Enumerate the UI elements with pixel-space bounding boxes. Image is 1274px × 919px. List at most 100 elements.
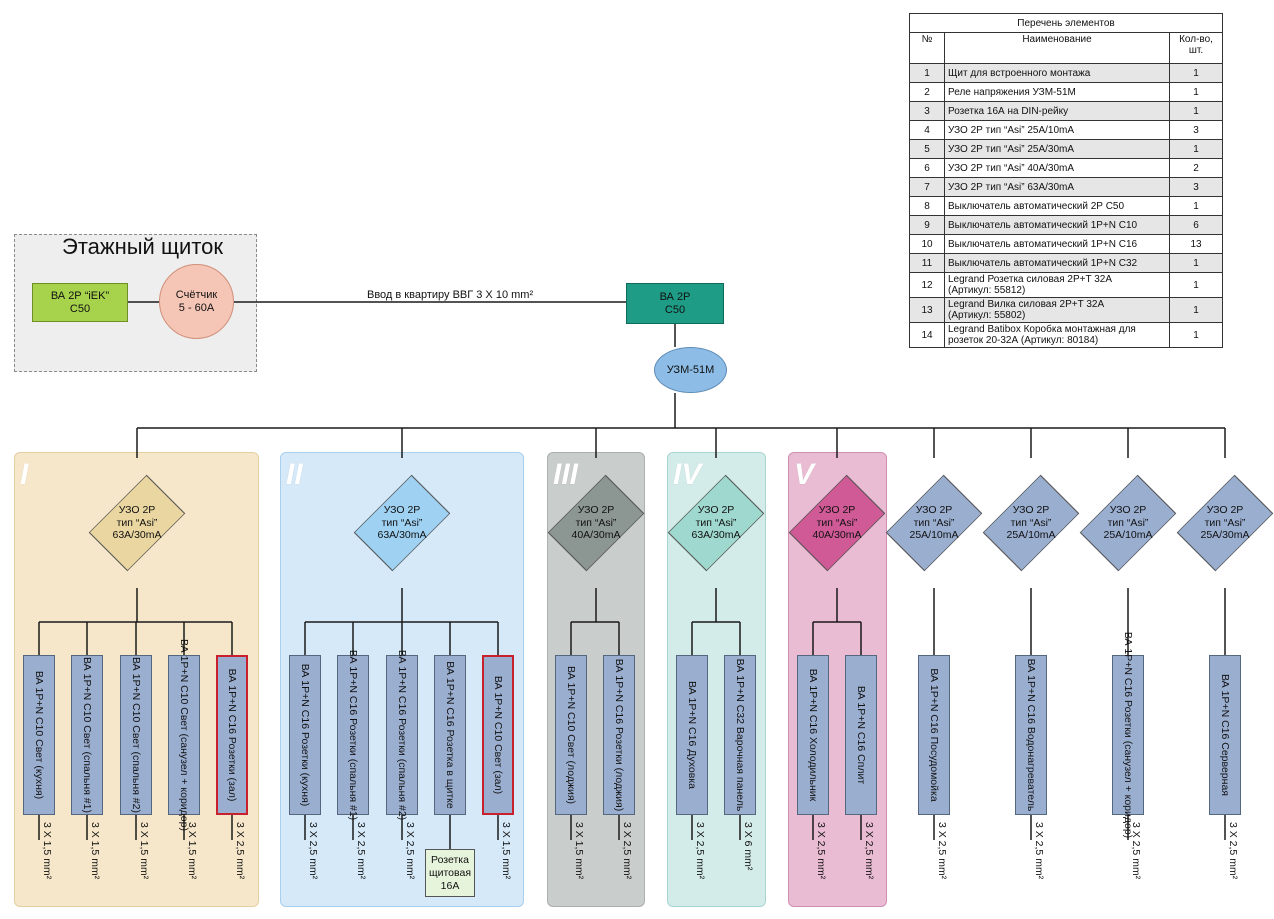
- table-cell: Выключатель автоматический 1Р+N С10: [944, 215, 1170, 235]
- breaker-label: ВА 1Р+N C10 Свет (кухня): [33, 670, 45, 800]
- table-cell: 9: [909, 215, 945, 235]
- table-cell: 1: [1169, 82, 1223, 102]
- breaker-label: ВА 1Р+N C16 Розетки (спальня #2): [396, 649, 408, 821]
- cable-label: 3 Х 1,5 mm²: [185, 822, 199, 912]
- cable-label: 3 Х 2,5 mm²: [693, 822, 707, 912]
- table-cell: Реле напряжения УЗМ-51М: [944, 82, 1170, 102]
- circuit-breaker: ВА 1Р+N C16 Розетки (зал): [216, 655, 248, 815]
- table-cell: Выключатель автоматический 1Р+N С32: [944, 253, 1170, 273]
- breaker-label: ВА 1Р+N C32 Варочная панель: [734, 658, 746, 812]
- rcd-diamond: УЗО 2Р тип “Asi” 25A/30mA: [1176, 458, 1274, 588]
- circuit-breaker: ВА 1Р+N C16 Розетки (спальня #1): [337, 650, 369, 820]
- table-cell: 5: [909, 139, 945, 159]
- rcd-label: УЗО 2Р тип “Asi” 25A/10mA: [1103, 504, 1153, 542]
- rcd-diamond: УЗО 2Р тип “Asi” 40A/30mA: [788, 458, 886, 588]
- table-cell: 1: [1169, 63, 1223, 83]
- table-cell: УЗО 2Р тип “Asi” 40A/30mA: [944, 158, 1170, 178]
- circuit-breaker: ВА 1Р+N C10 Свет (зал): [482, 655, 514, 815]
- rcd-label: УЗО 2Р тип “Asi” 40A/30mA: [571, 504, 621, 542]
- table-cell: 1: [1169, 101, 1223, 121]
- table-cell: 8: [909, 196, 945, 216]
- cable-text: 3 Х 1,5 mm²: [138, 822, 150, 880]
- breaker-label: ВА 1Р+N C10 Свет (лоджия): [565, 665, 577, 805]
- rcd-label: УЗО 2Р тип “Asi” 63A/30mA: [112, 504, 162, 542]
- circuit-breaker: ВА 1Р+N C10 Свет (лоджия): [555, 655, 587, 815]
- table-cell: 1: [1169, 272, 1223, 298]
- cable-label: 3 Х 2,5 mm²: [862, 822, 876, 912]
- breaker-label: ВА 1Р+N C10 Свет (санузел + коридор): [178, 639, 190, 831]
- breaker-label: ВА 1Р+N C16 Розетки (кухня): [299, 663, 311, 807]
- table-cell: Legrand Вилка силовая 2P+T 32A (Артикул:…: [944, 297, 1170, 323]
- circuit-breaker: ВА 1Р+N C16 Розетки (кухня): [289, 655, 321, 815]
- table-header-cell: Кол-во, шт.: [1169, 32, 1223, 64]
- circuit-breaker: ВА 1Р+N C16 Розетка в щитке: [434, 655, 466, 815]
- circuit-breaker: ВА 1Р+N C16 Розетки (спальня #2): [386, 650, 418, 820]
- table-cell: 3: [1169, 120, 1223, 140]
- breaker-label: ВА 1Р+N C16 Сплит: [855, 685, 867, 785]
- input-line-label: Ввод в квартиру ВВГ 3 Х 10 mm²: [367, 289, 534, 301]
- table-cell: 1: [909, 63, 945, 83]
- table-cell: Выключатель автоматический 2Р С50: [944, 196, 1170, 216]
- cable-text: 3 Х 2,5 mm²: [936, 822, 948, 880]
- table-cell: УЗО 2Р тип “Asi” 63A/30mA: [944, 177, 1170, 197]
- rcd-diamond: УЗО 2Р тип “Asi” 40A/30mA: [547, 458, 645, 588]
- table-cell: 2: [909, 82, 945, 102]
- cable-label: 3 Х 1,5 mm²: [88, 822, 102, 912]
- cable-label: 3 Х 2,5 mm²: [1226, 822, 1240, 912]
- rcd-label: УЗО 2Р тип “Asi” 40A/30mA: [812, 504, 862, 542]
- breaker-label: ВА 1Р+N C16 Духовка: [686, 680, 698, 790]
- breaker-label: ВА 1Р+N C16 Розетки (зал): [226, 668, 238, 802]
- rcd-label: УЗО 2Р тип “Asi” 25A/10mA: [1006, 504, 1056, 542]
- group-II-label: II: [286, 458, 303, 491]
- rcd-diamond: УЗО 2Р тип “Asi” 25A/10mA: [885, 458, 983, 588]
- rcd-diamond: УЗО 2Р тип “Asi” 63A/30mA: [88, 458, 186, 588]
- breaker-label: ВА 1Р+N C16 Холодильник: [807, 668, 819, 802]
- cable-text: 3 Х 2,5 mm²: [307, 822, 319, 880]
- rcd-label: УЗО 2Р тип “Asi” 25A/30mA: [1200, 504, 1250, 542]
- cable-text: 3 Х 1,5 mm²: [186, 822, 198, 880]
- cable-text: 3 Х 2,5 mm²: [1227, 822, 1239, 880]
- cable-label: 3 Х 2,5 mm²: [814, 822, 828, 912]
- table-cell: Legrand Batibox Коробка монтажная для ро…: [944, 322, 1170, 348]
- table-cell: 3: [1169, 177, 1223, 197]
- table-cell: 1: [1169, 253, 1223, 273]
- table-title-row: Перечень элементов: [909, 13, 1223, 33]
- table-cell: УЗО 2Р тип “Asi” 25A/10mA: [944, 120, 1170, 140]
- table-cell: 14: [909, 322, 945, 348]
- table-cell: 1: [1169, 297, 1223, 323]
- group-IV-label: IV: [673, 458, 702, 491]
- cable-label: 3 Х 1,5 mm²: [137, 822, 151, 912]
- cable-text: 3 Х 2,5 mm²: [815, 822, 827, 880]
- circuit-breaker: ВА 1Р+N C16 Посудомойка: [918, 655, 950, 815]
- cable-text: 3 Х 2,5 mm²: [404, 822, 416, 880]
- cable-text: 3 Х 2,5 mm²: [621, 822, 633, 880]
- breaker-label: ВА 1Р+N C16 Розетки (санузел + коридор): [1122, 631, 1134, 839]
- breaker-label: ВА 1Р+N C10 Свет (зал): [492, 675, 504, 795]
- cable-label: 3 Х 2,5 mm²: [233, 822, 247, 912]
- circuit-breaker: ВА 1Р+N C10 Свет (спальня #1): [71, 655, 103, 815]
- breaker-label: ВА 1Р+N C10 Свет (спальня #1): [81, 657, 93, 813]
- breaker-label: ВА 1Р+N C16 Розетки (лоджия): [613, 658, 625, 812]
- cable-text: 3 Х 2,5 mm²: [694, 822, 706, 880]
- cable-text: 3 Х 1,5 mm²: [500, 822, 512, 880]
- cable-text: 3 Х 1,5 mm²: [89, 822, 101, 880]
- table-cell: 1: [1169, 196, 1223, 216]
- circuit-breaker: ВА 1Р+N C16 Сплит: [845, 655, 877, 815]
- rcd-diamond: УЗО 2Р тип “Asi” 63A/30mA: [667, 458, 765, 588]
- breaker-label: ВА 1Р+N C16 Розетки (спальня #1): [347, 649, 359, 821]
- cable-label: 3 Х 1,5 mm²: [572, 822, 586, 912]
- floor-breaker: ВА 2Р “iEK” C50: [32, 283, 128, 322]
- table-cell: 1: [1169, 139, 1223, 159]
- cable-label: 3 Х 2,5 mm²: [935, 822, 949, 912]
- table-title: Перечень элементов: [909, 13, 1223, 33]
- table-cell: 13: [909, 297, 945, 323]
- cable-label: 3 Х 1,5 mm²: [40, 822, 54, 912]
- cable-label: 3 Х 2,5 mm²: [1032, 822, 1046, 912]
